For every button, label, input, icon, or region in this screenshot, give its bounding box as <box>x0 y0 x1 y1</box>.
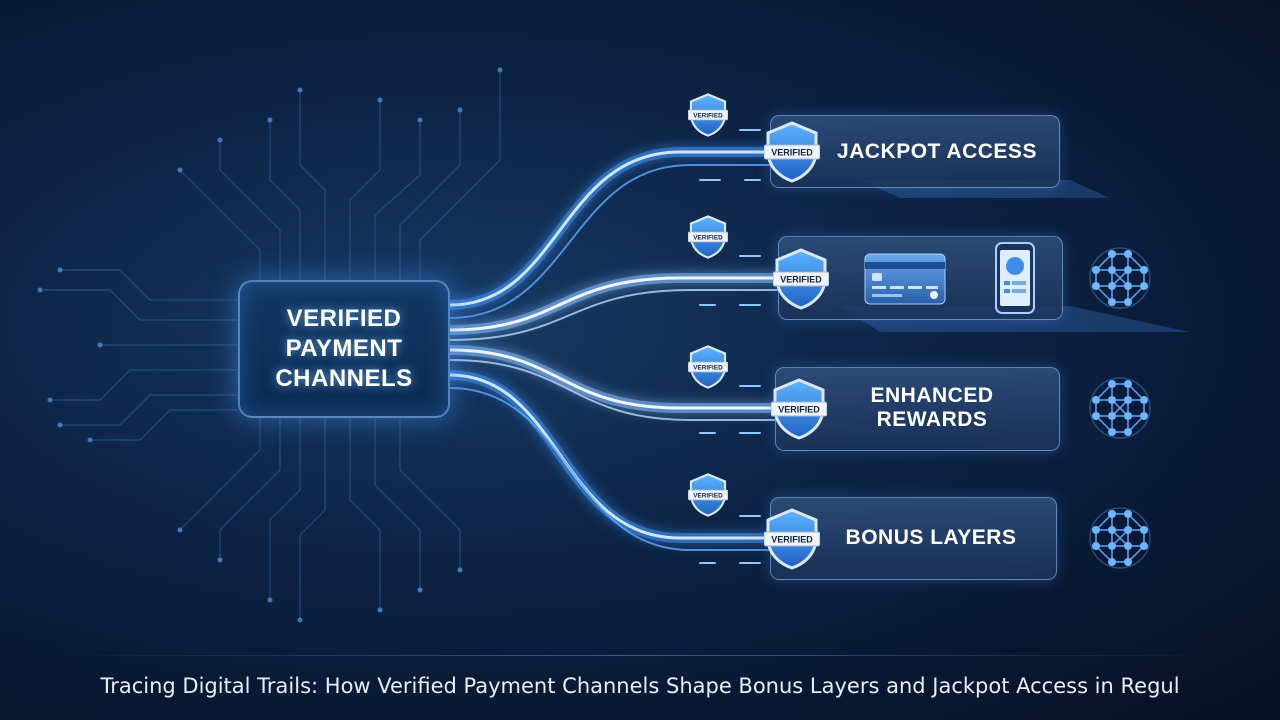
verified-shield-icon: VERIFIED <box>764 508 820 570</box>
network-globe-icon <box>1089 507 1151 569</box>
verified-payment-channels-hub: VERIFIED PAYMENT CHANNELS <box>238 280 450 418</box>
card-enhanced-rewards: ENHANCED REWARDS <box>775 367 1060 451</box>
badge-text: VERIFIED <box>693 112 723 119</box>
badge-text: VERIFIED <box>693 234 723 241</box>
circuit-traces <box>40 70 501 620</box>
network-globe-icon <box>1089 247 1151 309</box>
badge-text: VERIFIED <box>693 492 723 499</box>
hub-title: VERIFIED PAYMENT CHANNELS <box>275 305 413 392</box>
card-label-bonus-layers: BONUS LAYERS <box>845 526 1017 549</box>
verified-shield-icon: VERIFIED <box>764 121 820 183</box>
card-label-jackpot-access: JACKPOT ACCESS <box>837 140 1037 163</box>
small-verified-shield-icon: VERIFIED <box>688 93 728 137</box>
badge-text: VERIFIED <box>693 364 723 371</box>
small-verified-shield-icon: VERIFIED <box>688 215 728 259</box>
verified-shield-icon: VERIFIED <box>773 248 829 310</box>
badge-text: VERIFIED <box>771 535 813 545</box>
circuit-nodes <box>37 67 503 623</box>
flow-lines <box>445 147 783 551</box>
data-dashes <box>699 129 761 564</box>
caption: Tracing Digital Trails: How Verified Pay… <box>100 674 1180 698</box>
smartphone-icon <box>995 242 1035 314</box>
small-verified-shield-icon: VERIFIED <box>688 345 728 389</box>
verified-shield-icon: VERIFIED <box>771 378 827 440</box>
card-label-enhanced-rewards: ENHANCED REWARDS <box>870 384 994 431</box>
small-verified-shield-icon: VERIFIED <box>688 473 728 517</box>
badge-text: VERIFIED <box>780 275 822 285</box>
caption-divider <box>60 655 1220 656</box>
badge-text: VERIFIED <box>778 405 820 415</box>
credit-card-icon <box>864 253 946 305</box>
card-payment-methods <box>778 236 1063 320</box>
badge-text: VERIFIED <box>771 148 813 158</box>
network-globe-icon <box>1089 377 1151 439</box>
